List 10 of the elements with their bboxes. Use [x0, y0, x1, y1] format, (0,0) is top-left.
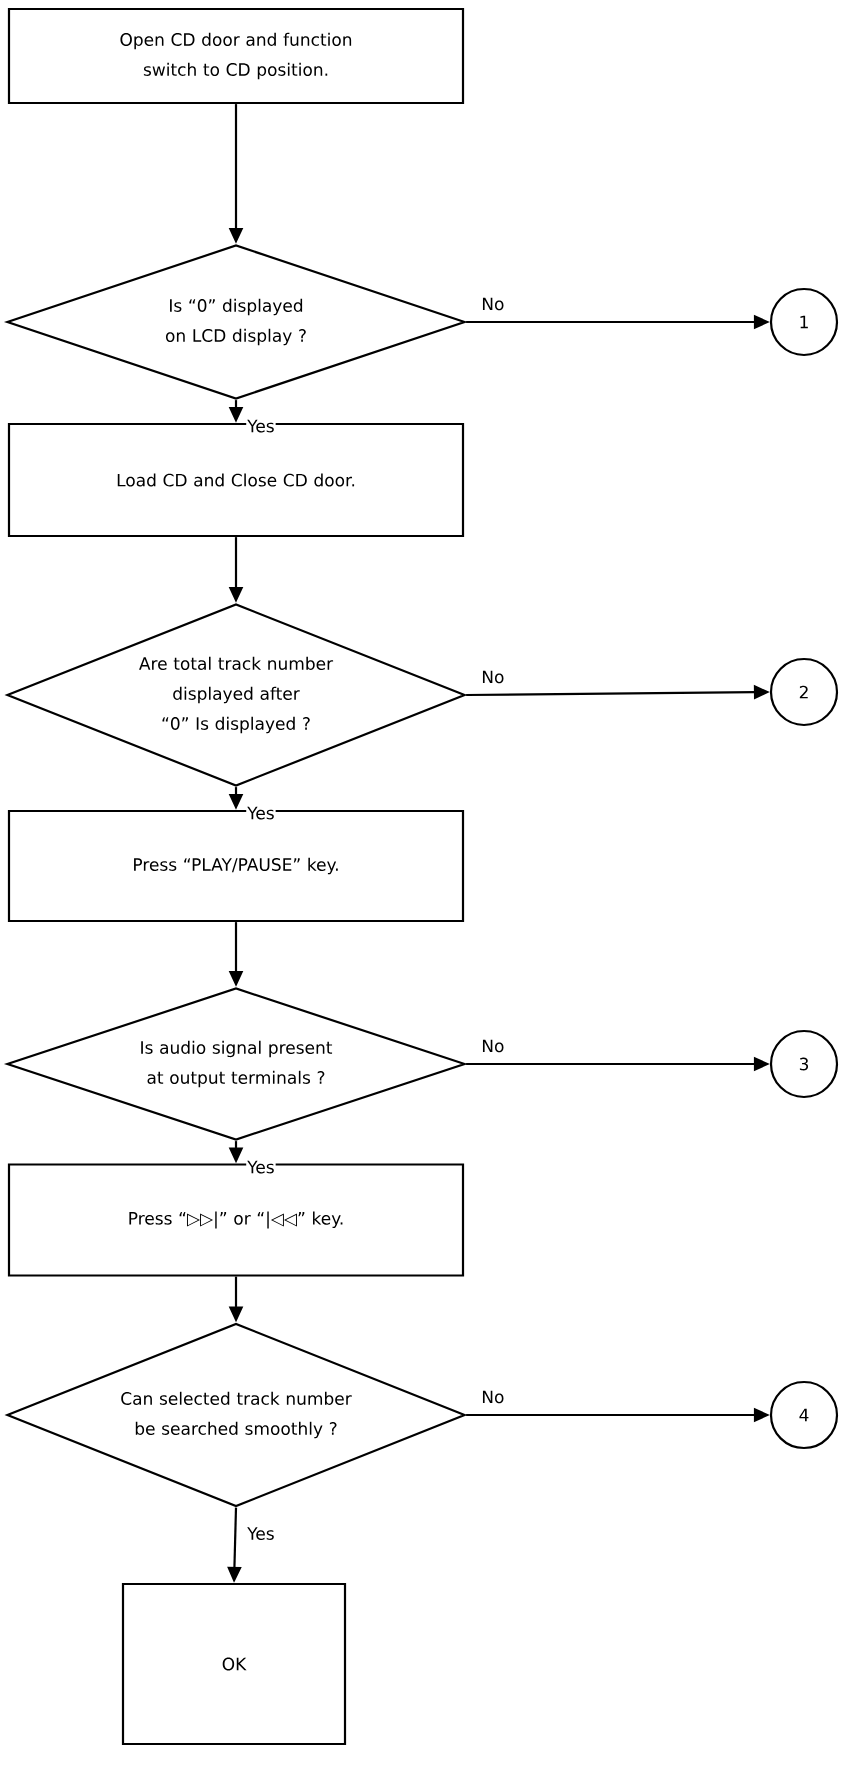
process-box: OK — [121, 1582, 347, 1746]
process-box: Open CD door and function switch to CD position. — [7, 7, 465, 105]
edge-label: No — [480, 296, 506, 312]
edge-label: No — [480, 669, 506, 685]
edge-label: Yes — [246, 1159, 276, 1175]
edge-label: No — [480, 1038, 506, 1054]
edge-label: Yes — [246, 1526, 276, 1541]
edge-label: No — [480, 1389, 506, 1405]
edge-label: Yes — [246, 418, 276, 434]
edge-label: Yes — [246, 805, 276, 821]
